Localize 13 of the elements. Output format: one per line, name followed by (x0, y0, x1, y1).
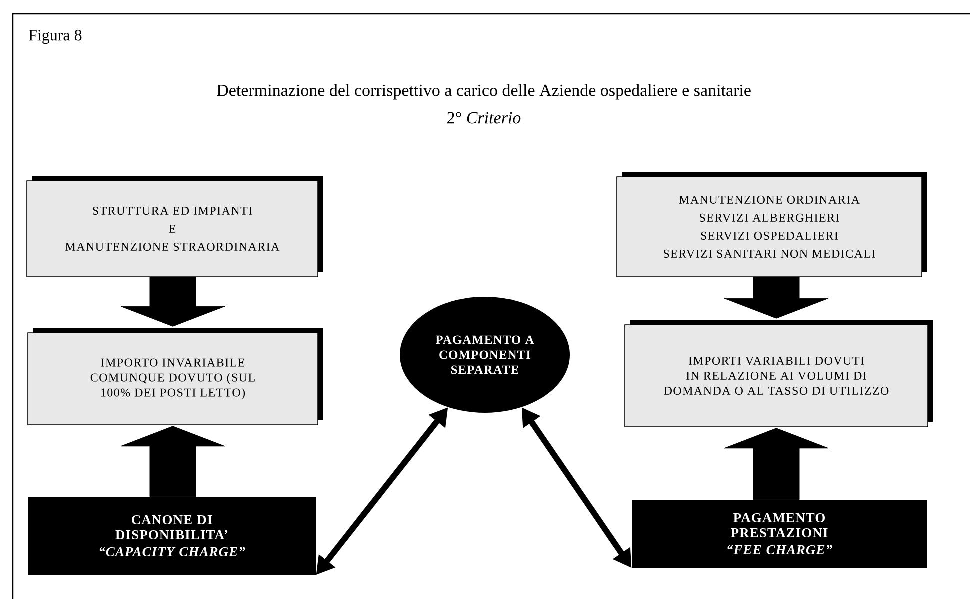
block-arrow (120, 426, 226, 498)
figure-number: Figura 8 (29, 30, 82, 44)
text-box: MANUTENZIONE ORDINARIA SERVIZI ALBERGHIERI SERVIZI OSPEDALIERI SERVIZI SANITARI NON MEDICALI (616, 172, 927, 278)
text-box: IMPORTO INVARIABILE COMUNQUE DOVUTO (SUL 100% DEI POSTI LETTO) (28, 328, 323, 426)
title: Determinazione del corrispettivo a carico delle Aziende ospedaliere e sanitarie (217, 84, 751, 100)
text-box: STRUTTURA ED IMPIANTI E MANUTENZIONE STRAORDINARIA (26, 176, 323, 278)
subtitle: 2° Criterio (448, 112, 521, 124)
block-arrow (724, 277, 829, 319)
block-arrow (120, 277, 226, 327)
text-box: IMPORTI VARIABILI DOVUTI IN RELAZIONE AI VOLUMI DI DOMANDA O AL TASSO DI UTILIZZO (624, 320, 933, 428)
payment-box: PAGAMENTO PRESTAZIONI “FEE CHARGE” (632, 500, 927, 568)
block-arrow (724, 428, 829, 500)
payment-box: CANONE DI DISPONIBILITA’ “CAPACITY CHARGE” (28, 497, 316, 575)
